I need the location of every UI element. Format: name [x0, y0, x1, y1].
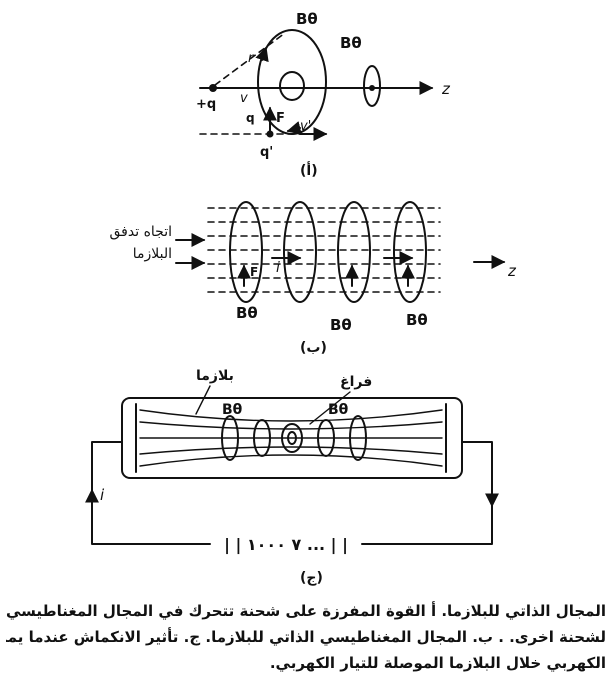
velocity-label: v: [240, 91, 248, 106]
force-label-b: F: [250, 265, 258, 279]
b-field-loop-small: [279, 71, 305, 101]
z-label-b: z: [507, 262, 517, 280]
b-loop-2: [283, 201, 317, 303]
caption-line-2: لشحنة اخرى. . ب. المجال المغناطيسي الذات…: [6, 628, 606, 646]
pinch-field-lines: [139, 409, 443, 467]
force-label-a: F: [276, 111, 285, 126]
b-theta-label-1: Bθ: [296, 10, 318, 28]
figure-a-label: (أ): [300, 161, 318, 179]
radius-dash: [214, 32, 286, 86]
figure-a: +q r v Bθ Bθ z F q q' v' (أ): [196, 10, 451, 179]
b-ring-1: [221, 415, 239, 461]
circuit-wire-right: [361, 441, 493, 545]
axis-point: [369, 85, 375, 91]
q-side-label: q: [246, 111, 255, 125]
plasma-self-field-figure: +q r v Bθ Bθ z F q q' v' (أ) اتجاه تدفق …: [85, 10, 517, 586]
circuit-wire-left: [91, 441, 211, 545]
figure-b-label: (ب): [300, 340, 327, 356]
radius-label: r: [248, 51, 255, 66]
flow-label-line2: البلازما: [133, 246, 172, 262]
b-field-loop-large: [257, 29, 327, 135]
charge-q-prime-label: q': [260, 145, 273, 160]
b-theta-label-b-1: Bθ: [236, 304, 258, 322]
figure-caption: المجال الذاتي للبلازما. أ القوة المفرزة …: [6, 598, 606, 676]
caption-line-3: الكهربي خلال البلازما الموصلة للتيار الك…: [269, 654, 606, 672]
figure-b: اتجاه تدفق البلازما i F z Bθ: [110, 201, 517, 356]
b-theta-label-2: Bθ: [340, 34, 362, 52]
vacuum-label: فراغ: [340, 374, 372, 390]
b-ring-3: [317, 419, 335, 457]
figure-c-label: (ج): [300, 570, 323, 586]
caption-line-1: المجال الذاتي للبلازما. أ القوة المفرزة …: [6, 602, 606, 620]
b-loop-4: [393, 201, 427, 303]
z-label-a: z: [441, 80, 451, 98]
b-ring-center-inner: [287, 431, 297, 445]
b-ring-2: [253, 419, 271, 457]
b-theta-label-c-2: Bθ: [328, 402, 349, 418]
current-label-c: i: [100, 486, 105, 504]
b-loop-3: [337, 201, 371, 303]
plasma-label: بلازما: [196, 368, 234, 384]
flow-label-line1: اتجاه تدفق: [110, 224, 173, 240]
b-ring-center: [281, 423, 303, 453]
loop-direction-arrow-bottom: [286, 121, 302, 135]
plasma-pointer: [195, 385, 211, 415]
b-loop-1: [229, 201, 263, 303]
charge-q-label: +q: [196, 97, 216, 112]
charge-q-dot: [209, 84, 217, 92]
loop-direction-arrow: [255, 46, 269, 63]
b-field-loop-right: [363, 65, 381, 107]
b-theta-label-b-3: Bθ: [406, 311, 428, 329]
b-theta-label-c-1: Bθ: [222, 402, 243, 418]
b-theta-label-b-2: Bθ: [330, 316, 352, 334]
velocity-prime-label: v': [300, 119, 311, 134]
current-label-b: i: [276, 260, 280, 276]
voltage-label: | | ۱۰۰۰ ٧ ... | |: [224, 535, 348, 555]
plasma-stream-lines: [207, 207, 441, 293]
charge-q-prime-dot: [266, 130, 274, 138]
b-ring-4: [349, 415, 367, 461]
discharge-tube: [121, 397, 463, 479]
figure-c: بلازما فراغ Bθ Bθ i | | ۱۰۰۰ ٧: [85, 368, 499, 586]
